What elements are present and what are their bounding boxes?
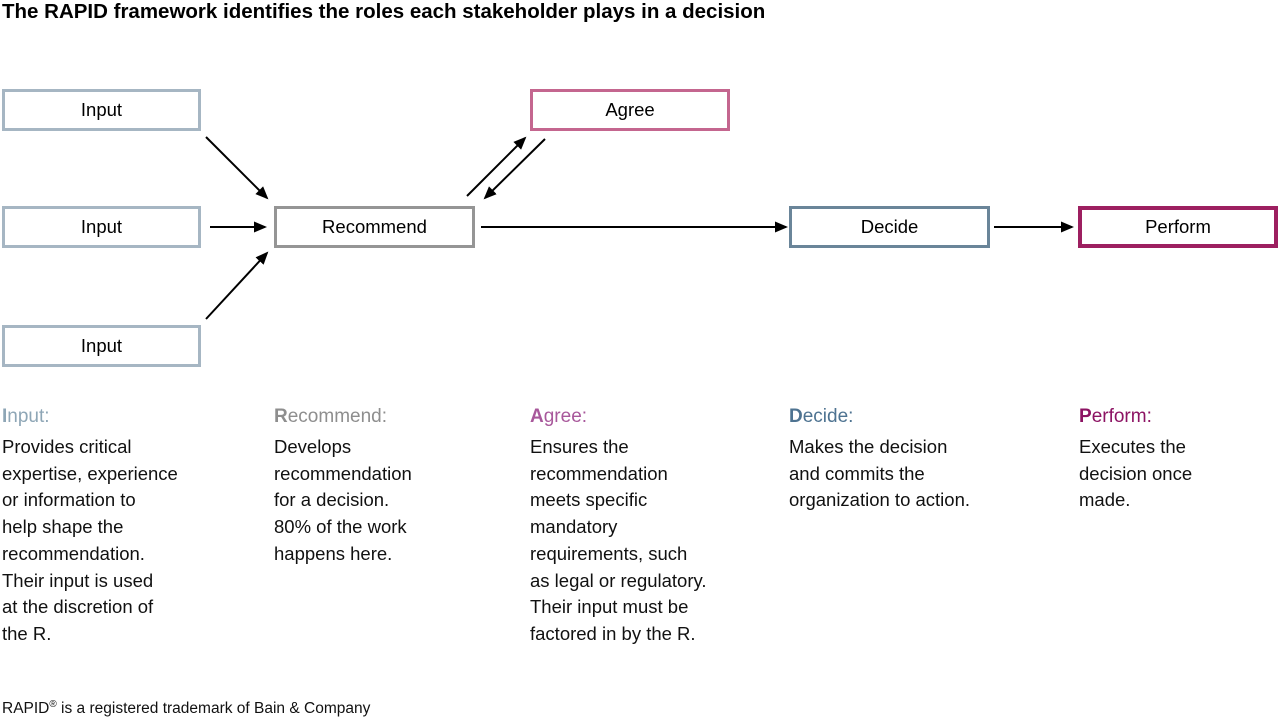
box-input-2-label: Input [80,216,123,237]
arrow-layer [205,136,1074,320]
role-description-perform: Executes the decision once made. [1079,436,1193,511]
arrow-input1-to-recommend [205,136,269,200]
role-heading-agree: Agree: [530,405,758,428]
box-recommend: Recommend [274,206,475,248]
role-heading-agree-first-letter: A [530,406,544,427]
role-heading-input-rest: nput: [7,406,50,427]
box-input-1-label: Input [80,99,123,120]
arrow-agree-to-recommend [483,138,546,200]
role-heading-recommend-first-letter: R [274,406,288,427]
role-desc-agree: Agree: Ensures the recommendation meets … [530,405,758,648]
arrow-input3-to-recommend [205,251,269,320]
role-description-agree: Ensures the recommendation meets specifi… [530,436,707,644]
box-recommend-label: Recommend [322,216,427,237]
footnote: RAPID® is a registered trademark of Bain… [2,699,370,718]
role-heading-input-first-letter: I [2,406,8,427]
role-desc-recommend: Recommend: Develops recommendation for a… [274,405,482,568]
role-heading-perform-first-letter: P [1079,406,1092,427]
role-heading-decide-first-letter: D [789,406,803,427]
role-heading-perform: Perform: [1079,405,1280,428]
arrow-recommend-to-agree [466,136,527,197]
role-heading-decide-rest: ecide: [802,406,854,427]
box-input-3: Input [2,325,201,367]
role-heading-input: Input: [2,405,224,428]
box-decide: Decide [789,206,990,248]
role-desc-decide: Decide: Makes the decision and commits t… [789,405,1047,514]
footnote-text: is a registered trademark of Bain & Comp… [56,700,371,717]
role-desc-perform: Perform: Executes the decision once made… [1079,405,1280,514]
role-heading-decide: Decide: [789,405,1047,428]
role-description-decide: Makes the decision and commits the organ… [789,436,971,511]
footnote-trademark: RAPID [2,700,50,717]
registered-symbol: ® [49,698,57,710]
box-input-1: Input [2,89,201,131]
role-heading-recommend: Recommend: [274,405,482,428]
box-agree-label: Agree [605,99,655,120]
role-description-input: Provides critical expertise, experience … [2,436,178,644]
figure-title: The RAPID framework identifies the roles… [2,0,766,23]
box-perform: Perform [1078,206,1278,248]
role-heading-recommend-rest: ecommend: [287,406,388,427]
box-agree: Agree [530,89,730,131]
box-decide-label: Decide [860,216,919,237]
box-input-2: Input [2,206,201,248]
box-input-3-label: Input [80,335,123,356]
role-desc-input: Input: Provides critical expertise, expe… [2,405,224,648]
role-heading-agree-rest: gree: [543,406,588,427]
box-perform-label: Perform [1145,216,1211,237]
role-heading-perform-rest: erform: [1091,406,1152,427]
role-description-recommend: Develops recommendation for a decision. … [274,436,412,564]
